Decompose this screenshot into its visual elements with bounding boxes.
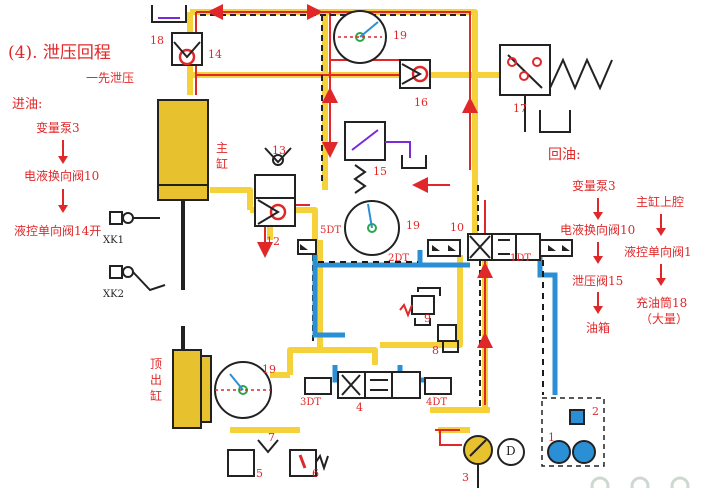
- label-15: 15: [373, 165, 387, 178]
- inlet-arrow-2: [58, 189, 68, 213]
- check-valve-12: [254, 174, 296, 227]
- return-arrow-l3: [593, 292, 603, 314]
- label-2: 2: [592, 405, 599, 418]
- return-arrow-r1: [656, 214, 666, 236]
- return-right-4: （大量）: [640, 312, 689, 326]
- gauge-19-top: [333, 10, 387, 64]
- directional-valve-4: [304, 371, 452, 399]
- relief-valve-15: [344, 121, 427, 194]
- valve-8: [437, 324, 459, 353]
- blue-dashes: [318, 260, 544, 395]
- solenoid-5dt: [297, 239, 317, 255]
- label-5dt: 5DT: [320, 225, 342, 236]
- check-valve-16: [399, 59, 431, 89]
- label-16: 16: [414, 96, 428, 109]
- relief-valve-17: [499, 44, 613, 133]
- label-12: 12: [266, 235, 280, 248]
- label-1: 1: [548, 431, 555, 444]
- label-7: 7: [268, 431, 275, 444]
- return-right-2: 液控单向阀1: [624, 245, 692, 259]
- gauge-19-bottom: [214, 361, 272, 419]
- return-left-2: 电液换向阀10: [560, 223, 636, 237]
- label-1dt: 1DT: [510, 253, 532, 264]
- inlet-step-3: 液控单向阀14开: [14, 224, 102, 238]
- xk2-label: XK2: [103, 289, 124, 300]
- return-arrow-r2: [656, 264, 666, 286]
- return-left-4: 油箱: [586, 321, 611, 335]
- return-arrow-l1: [593, 198, 603, 220]
- top-cylinder-label: 顶出缸: [150, 357, 163, 403]
- main-cylinder: [157, 99, 209, 290]
- decor-dots: [590, 476, 690, 488]
- inlet-arrow-1: [58, 140, 68, 164]
- main-cylinder-label: 主缸: [216, 141, 229, 171]
- label-3: 3: [462, 471, 469, 484]
- diagram-title: (4). 泄压回程: [8, 43, 111, 63]
- valve-5-6-7: [227, 439, 329, 477]
- inlet-step-2: 电液换向阀10: [24, 169, 100, 183]
- xk1-label: XK1: [103, 235, 124, 246]
- top-cylinder: [172, 326, 212, 429]
- inlet-step-1: 变量泵3: [36, 121, 80, 135]
- pump-1-2: [541, 397, 605, 467]
- diagram-subtitle: 一先泄压: [86, 71, 135, 85]
- gauge-19-mid: [344, 200, 400, 256]
- label-5: 5: [256, 467, 263, 480]
- check-valve-14: [171, 32, 203, 66]
- blue-return-lines: [312, 250, 558, 395]
- label-19-bottom: 19: [262, 363, 276, 376]
- label-8: 8: [432, 344, 439, 357]
- label-14: 14: [208, 48, 222, 61]
- label-2dt: 2DT: [388, 253, 410, 264]
- label-3dt: 3DT: [300, 397, 322, 408]
- label-18: 18: [150, 34, 164, 47]
- label-10: 10: [450, 221, 464, 234]
- pump-3: [439, 430, 525, 488]
- return-left-1: 变量泵3: [572, 179, 616, 193]
- return-arrow-l2: [593, 242, 603, 264]
- return-heading: 回油:: [548, 147, 581, 163]
- label-19-top: 19: [393, 29, 407, 42]
- label-17: 17: [513, 102, 527, 115]
- label-19-mid: 19: [406, 219, 420, 232]
- label-9: 9: [424, 312, 431, 325]
- return-left-3: 泄压阀15: [572, 274, 624, 288]
- valve-9: [399, 287, 441, 326]
- tank-18: [151, 5, 187, 23]
- directional-valve-10: [427, 233, 573, 261]
- check-valve-13: [264, 147, 292, 166]
- return-right-1: 主缸上腔: [636, 195, 685, 209]
- label-6: 6: [312, 467, 319, 480]
- return-right-3: 充油筒18: [636, 296, 688, 310]
- label-13: 13: [272, 144, 286, 157]
- inlet-heading: 进油:: [12, 97, 43, 112]
- label-4dt: 4DT: [426, 397, 448, 408]
- motor-label-a: D: [506, 444, 516, 458]
- limit-switches: [109, 211, 166, 292]
- label-4: 4: [356, 401, 363, 414]
